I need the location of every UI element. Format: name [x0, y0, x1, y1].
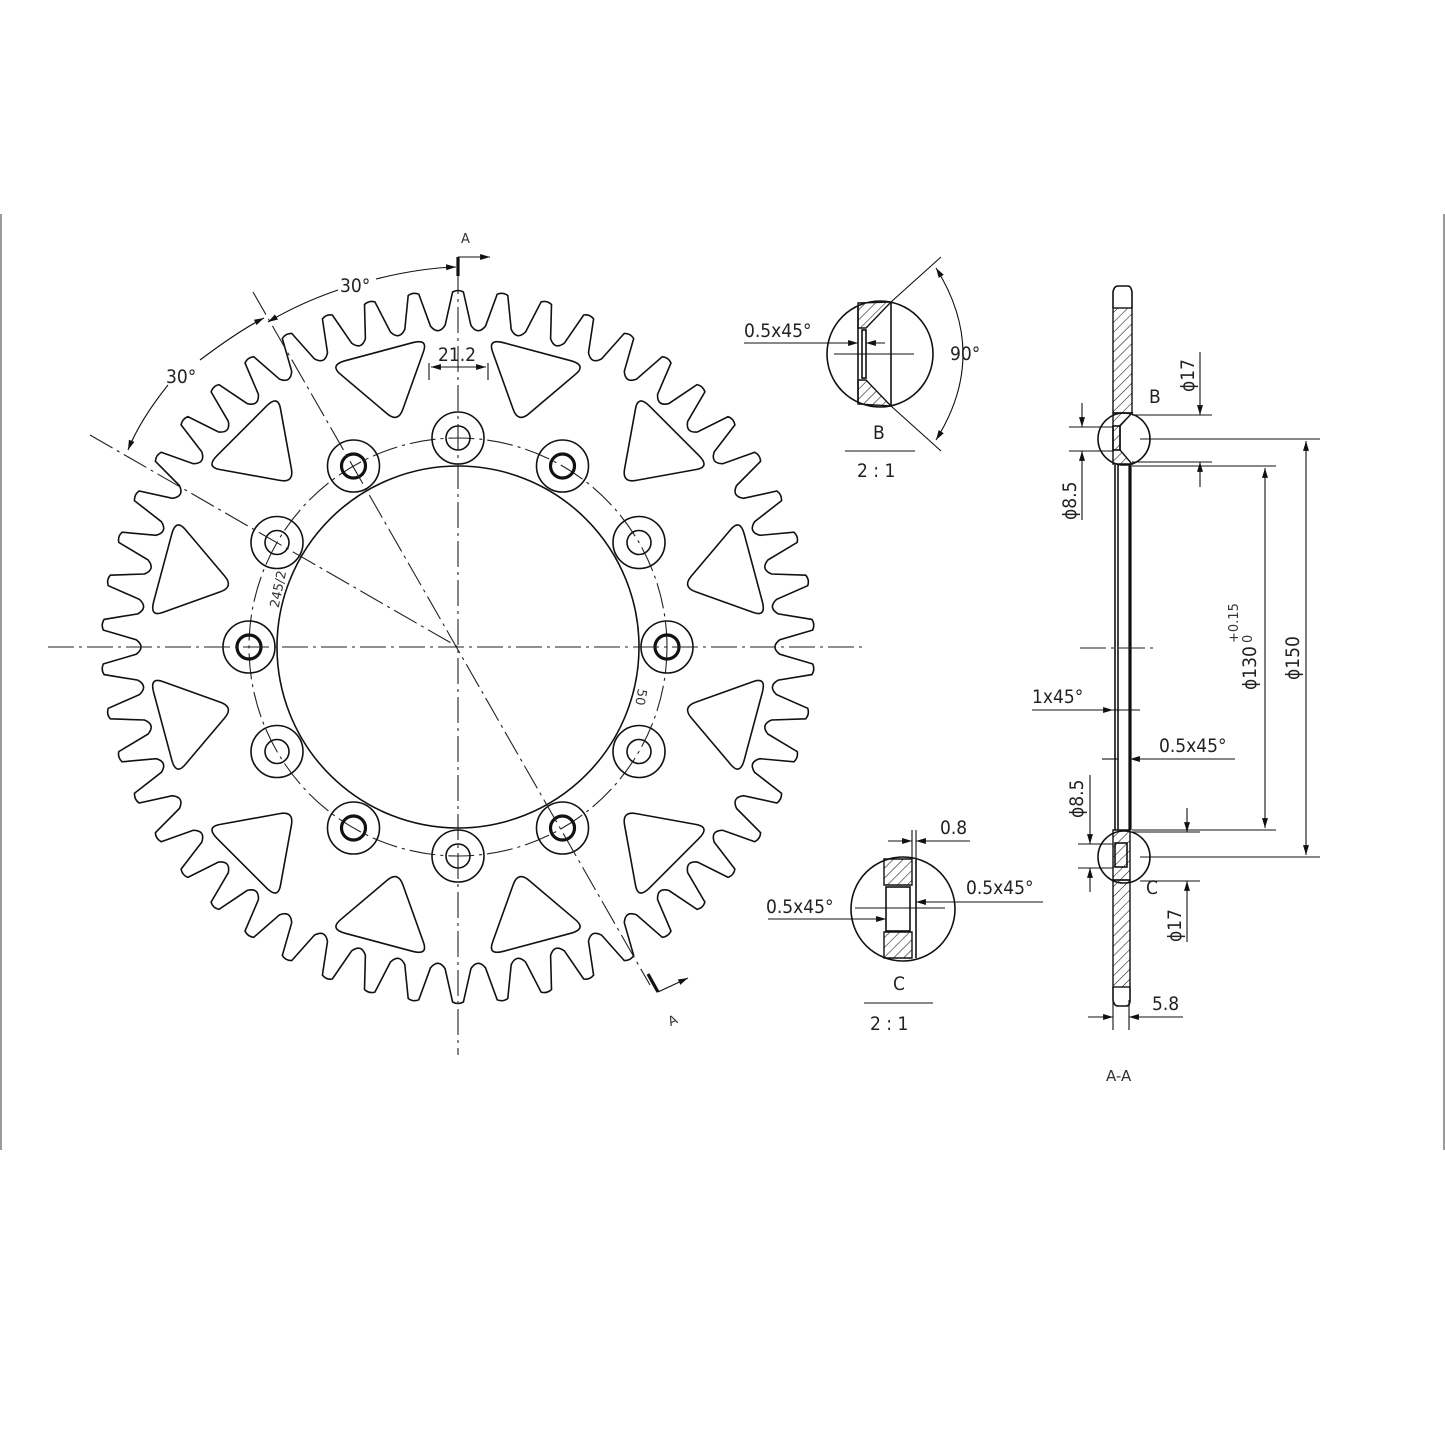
lightening-cutout — [686, 524, 765, 615]
section-hole-lower — [1114, 842, 1128, 868]
section-tooth-bottom — [1112, 987, 1131, 1007]
bolt-hole — [339, 814, 368, 842]
bolt-hole-counterbore — [326, 801, 381, 855]
detail-b-scale: 2 : 1 — [857, 460, 895, 482]
lightening-cutout — [490, 875, 581, 954]
bolt-hole — [626, 529, 652, 556]
bolt-hole — [548, 452, 577, 480]
detail-c-title: C — [893, 973, 905, 995]
bolt-hole-counterbore — [535, 439, 590, 493]
bolt-hole — [264, 738, 290, 765]
section-detail-b-ref: B — [1149, 386, 1161, 408]
bolt-hole — [339, 452, 368, 480]
bolt-hole-counterbore — [612, 724, 666, 779]
angle-dim-arc-top-2 — [267, 289, 339, 323]
angle-dim-arc-left — [199, 317, 265, 361]
bore-tol-lower: 0 — [1241, 635, 1256, 643]
hole-bottom-label: ϕ8.5 — [1066, 780, 1088, 818]
bore-tol-upper: +0.15 — [1227, 603, 1242, 643]
detail-b-cs-line-lower — [890, 405, 942, 452]
bolt-hole-counterbore — [250, 724, 304, 779]
cbore-bottom-label: ϕ17 — [1164, 909, 1186, 942]
angle-label-top: 30° — [340, 275, 370, 297]
detail-c-section-upper — [883, 858, 913, 886]
section-label-top: A — [461, 232, 470, 247]
lightening-cutout — [211, 812, 293, 894]
lightening-cutout — [335, 340, 426, 419]
lightening-cutout — [686, 679, 765, 770]
bolt-hole — [264, 529, 290, 556]
detail-b-section-lower — [857, 379, 893, 407]
section-detail-c-ref: C — [1146, 877, 1158, 899]
section-arrow-bottom — [657, 977, 689, 993]
section-marker-bottom — [646, 973, 660, 993]
section-rim-upper — [1112, 307, 1133, 414]
detail-b-view: 0.5x45° 90° B 2 : 1 — [744, 256, 980, 482]
inner-chamfer-label: 0.5x45° — [1159, 735, 1227, 757]
lightening-cutout — [623, 400, 705, 482]
bolt-hole — [548, 814, 577, 842]
detail-c-boundary — [850, 856, 956, 962]
bolt-circle-dia-label: ϕ150 — [1282, 636, 1304, 680]
section-a-a-view: B ϕ17 ϕ8.5 ϕ130 +0.15 0 ϕ150 1x45° 0.5 — [1032, 285, 1320, 1085]
section-label-bottom: A — [666, 1012, 680, 1029]
bolt-hole-counterbore — [612, 515, 666, 570]
detail-b-boundary — [826, 300, 934, 408]
lightening-cutout — [151, 679, 230, 770]
sprocket-teeth-outline — [101, 289, 815, 1005]
thickness-label: 5.8 — [1152, 993, 1179, 1015]
lightening-cutout — [623, 812, 705, 894]
angle-dim-arc-top — [375, 264, 457, 280]
lightening-cutout — [151, 524, 230, 615]
detail-c-section-lower — [883, 931, 913, 959]
sprocket-front-view: A A 30° 30° 21.2 245/2 50 — [48, 232, 862, 1055]
cbore-top-label: ϕ17 — [1177, 359, 1199, 392]
detail-b-section-upper — [857, 301, 893, 329]
detail-b-angle-label: 90° — [950, 343, 980, 365]
teeth-count-stamp: 50 — [631, 688, 649, 707]
bolt-hole-counterbore — [250, 515, 304, 570]
section-tooth-top — [1112, 285, 1133, 308]
bolt-hole — [626, 738, 652, 765]
detail-c-chamfer-right-label: 0.5x45° — [966, 877, 1034, 899]
detail-c-scale: 2 : 1 — [870, 1013, 908, 1035]
web-width-label: 21.2 — [438, 344, 476, 366]
detail-b-chamfer-label: 0.5x45° — [744, 320, 812, 342]
detail-c-hole — [885, 886, 911, 932]
bolt-hole-counterbore — [535, 801, 590, 855]
detail-b-title: B — [873, 422, 885, 444]
section-title: A-A — [1106, 1067, 1132, 1085]
detail-c-chamfer-left-label: 0.5x45° — [766, 896, 834, 918]
bolt-hole-counterbore — [326, 439, 381, 493]
angle-label-left: 30° — [166, 366, 196, 388]
section-rim-lower — [1112, 879, 1131, 988]
section-cut-line — [252, 291, 651, 986]
lightening-cutout — [211, 400, 293, 482]
detail-b-cs-line-upper — [890, 256, 942, 303]
bore-dia-label: ϕ130 — [1239, 646, 1261, 690]
lightening-cutout — [335, 875, 426, 954]
angle-reference-line — [89, 434, 459, 648]
angle-dim-arc-left-2 — [127, 384, 169, 451]
hole-top-label: ϕ8.5 — [1059, 482, 1081, 520]
detail-c-view: 0.8 0.5x45° 0.5x45° C 2 : 1 — [766, 817, 1043, 1035]
section-hole-upper — [1112, 425, 1121, 451]
lightening-cutouts — [151, 340, 765, 954]
edge-chamfer-label: 1x45° — [1032, 686, 1083, 708]
section-hub-upper-b — [1112, 412, 1134, 465]
detail-c-step-label: 0.8 — [940, 817, 967, 839]
lightening-cutout — [490, 340, 581, 419]
detail-b-angle-arc — [935, 267, 964, 441]
